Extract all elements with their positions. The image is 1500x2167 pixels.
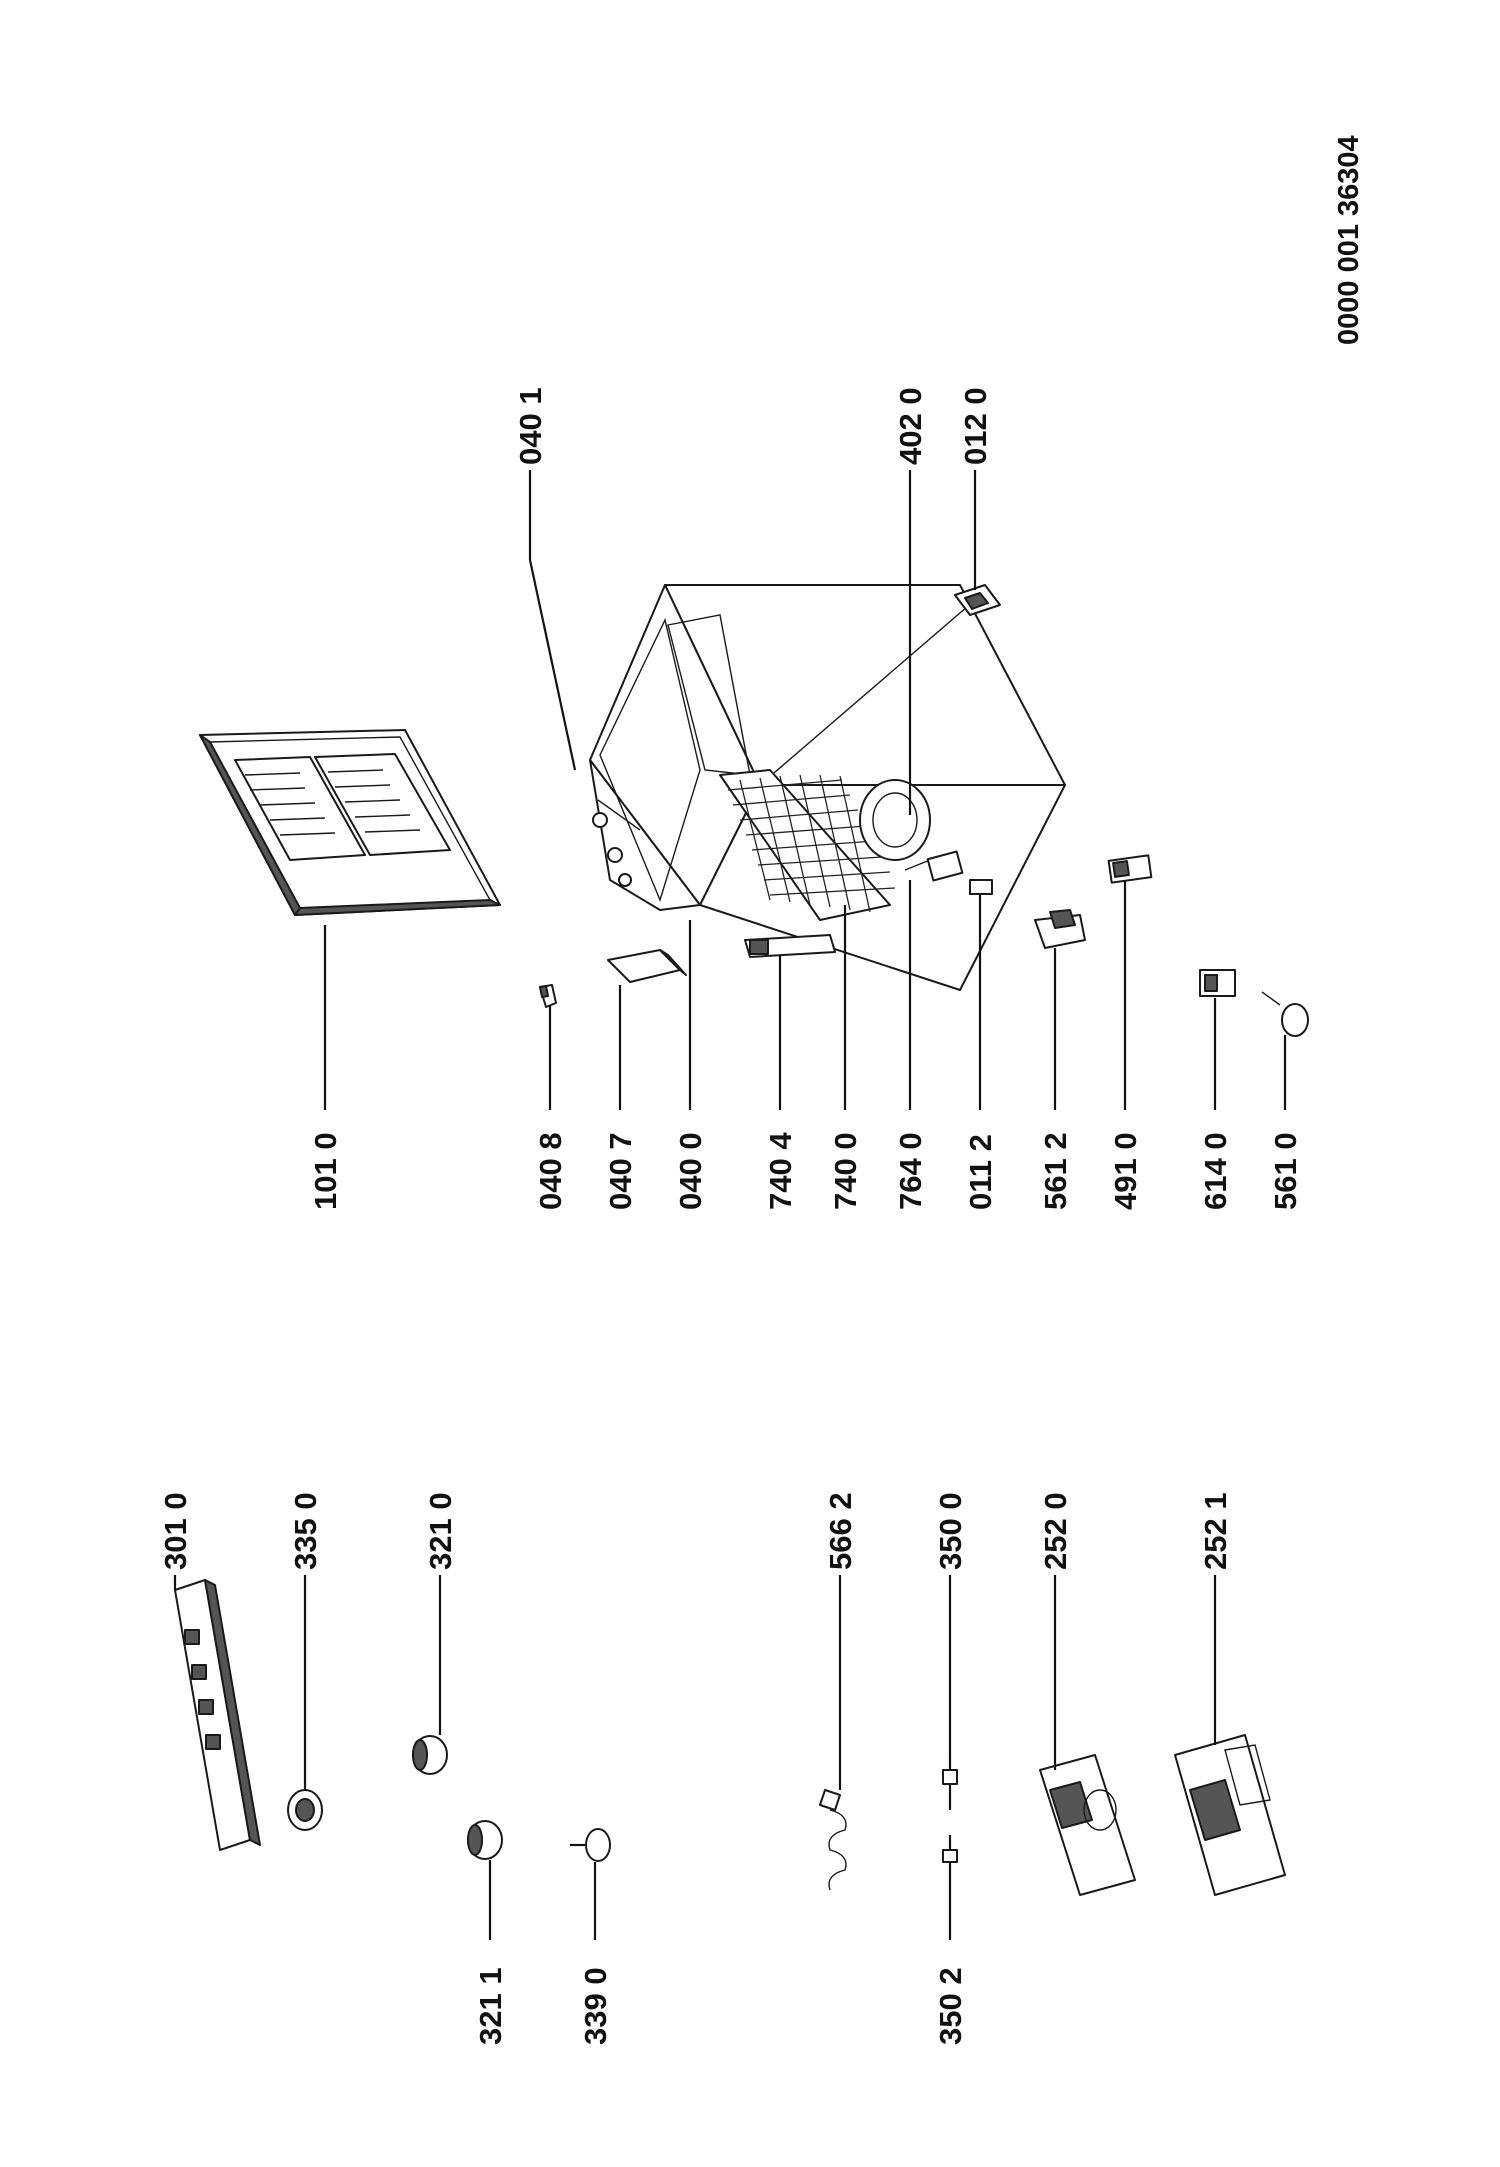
bracket-011 [969, 879, 993, 895]
callout-561-0: 561 0 [1268, 1132, 1303, 1210]
callout-321-0: 321 0 [423, 1492, 458, 1570]
part-491-0 [1107, 854, 1153, 884]
condenser-grille [719, 769, 896, 921]
callout-011-2: 011 2 [963, 1134, 998, 1210]
callout-040-8: 040 8 [533, 1132, 568, 1210]
callout-740-4: 740 4 [763, 1132, 798, 1210]
lid [199, 729, 501, 916]
part-350-0 [942, 1755, 958, 1810]
part-321-1 [467, 1820, 503, 1860]
part-301-0 [174, 1579, 261, 1851]
part-252-0 [1039, 1754, 1136, 1896]
callout-335-0: 335 0 [288, 1492, 323, 1570]
part-350-2 [942, 1835, 958, 1880]
part-566-2 [819, 1789, 847, 1891]
part-561-2 [1034, 909, 1086, 949]
compressor [859, 779, 964, 882]
leader-lines [173, 470, 1287, 1940]
callout-301-0: 301 0 [158, 1492, 193, 1570]
document-reference: 0000 001 36304 [1333, 135, 1365, 345]
callout-012-0: 012 0 [958, 387, 993, 465]
callout-040-0: 040 0 [673, 1132, 708, 1210]
part-321-0 [412, 1735, 448, 1775]
callout-350-0: 350 0 [933, 1492, 968, 1570]
callout-402-0: 402 0 [893, 387, 928, 465]
callout-566-2: 566 2 [823, 1492, 858, 1570]
callout-350-2: 350 2 [933, 1967, 968, 2045]
part-614-0 [1199, 969, 1236, 997]
part-561-0 [1261, 991, 1309, 1037]
callout-339-0: 339 0 [578, 1967, 613, 2045]
callout-252-0: 252 0 [1038, 1492, 1073, 1570]
callout-764-0: 764 0 [893, 1132, 928, 1210]
part-740-4 [744, 934, 836, 958]
callout-614-0: 614 0 [1198, 1132, 1233, 1210]
callout-040-7: 040 7 [603, 1132, 638, 1210]
part-252-1 [1174, 1734, 1286, 1896]
part-040-8 [539, 984, 557, 1008]
callout-101-0: 101 0 [308, 1132, 343, 1210]
callout-040-1: 040 1 [513, 387, 548, 465]
callout-252-1: 252 1 [1198, 1492, 1233, 1570]
callout-321-1: 321 1 [473, 1967, 508, 2045]
part-040-7 [607, 949, 687, 983]
callout-491-0: 491 0 [1108, 1132, 1143, 1210]
part-335-0 [287, 1789, 323, 1831]
callout-740-0: 740 0 [828, 1132, 863, 1210]
callout-labels: 101 0 040 1 402 0 012 0 040 8 040 7 040 … [158, 387, 1303, 2045]
cabinet-body [589, 584, 1066, 991]
callout-561-2: 561 2 [1038, 1132, 1073, 1210]
part-339-0 [570, 1828, 611, 1862]
